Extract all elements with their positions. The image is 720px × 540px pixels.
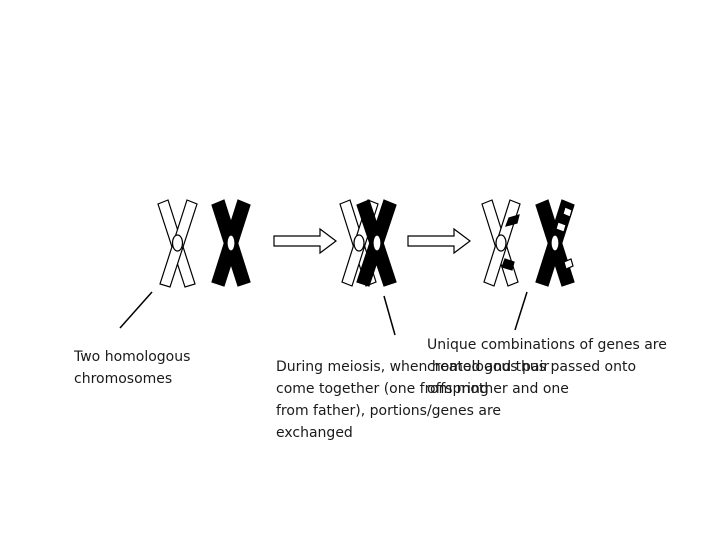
homologous-label: Two homologous chromosomes — [74, 346, 214, 390]
process-arrow-1 — [274, 229, 336, 253]
maternal-chromosome — [158, 200, 197, 287]
homologous-pair — [158, 200, 250, 287]
recombined-pair — [482, 200, 574, 286]
paternal-chromosome — [212, 200, 250, 286]
crossing-over-pair — [340, 200, 396, 286]
recombined-light-chromosome — [482, 200, 520, 286]
pointer-meiosis — [384, 296, 395, 335]
process-arrow-2 — [408, 229, 470, 253]
pointer-unique — [515, 292, 527, 330]
pointer-homologous — [120, 292, 152, 328]
recombined-dark-chromosome — [536, 200, 574, 286]
unique-combinations-label: Unique combinations of genes are created… — [427, 334, 667, 400]
